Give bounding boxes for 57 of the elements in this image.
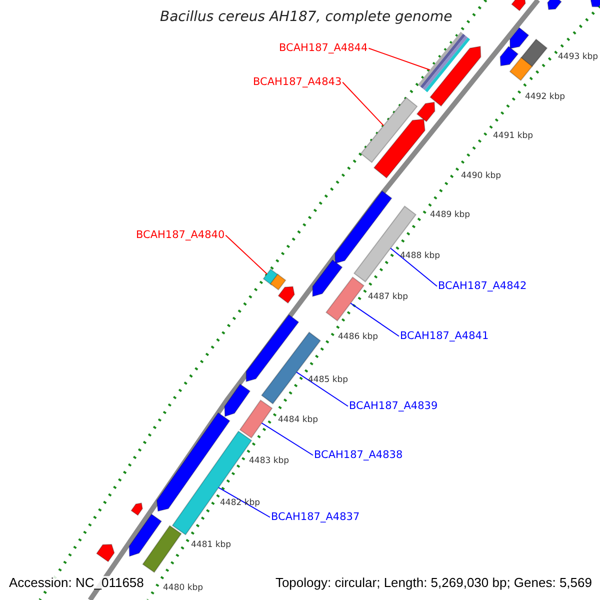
gene-feature — [239, 400, 273, 438]
leader-line — [225, 234, 268, 274]
gene-feature — [246, 314, 300, 382]
gene-feature — [278, 286, 295, 304]
scale-label: 4483 kbp — [249, 457, 290, 466]
gene-feature — [520, 38, 548, 68]
gene-feature — [96, 544, 115, 562]
leader-line — [342, 82, 384, 126]
scale-label: 4484 kbp — [278, 416, 318, 424]
scale-label: 4488 kbp — [400, 252, 440, 260]
scale-label: 4485 kbp — [308, 376, 348, 384]
gene-label: BCAH187_A4843 — [253, 77, 342, 88]
leader-line — [218, 487, 270, 518]
scale-label: 4481 kbp — [191, 541, 232, 550]
gene-feature — [325, 276, 365, 322]
scale-label: 4491 kbp — [493, 132, 534, 140]
scale-label: 4493 kbp — [558, 53, 598, 62]
scale-label: 4487 kbp — [368, 293, 408, 302]
accession-text: Accession: NC_011658 — [9, 576, 144, 589]
gene-feature — [418, 32, 470, 92]
leader-line — [368, 48, 430, 70]
gene-feature — [511, 0, 526, 12]
gene-feature — [312, 259, 343, 298]
gene-feature — [142, 525, 182, 573]
scale-label: 4486 kbp — [338, 333, 378, 342]
leader-line — [261, 422, 314, 456]
gene-feature — [130, 502, 143, 516]
genome-summary-text: Topology: circular; Length: 5,269,030 bp; Genes: 5,569 — [275, 576, 592, 589]
gene-label: BCAH187_A4837 — [271, 512, 360, 522]
gene-feature — [334, 190, 392, 264]
gene-feature — [509, 56, 533, 82]
gene-feature — [373, 118, 426, 179]
map-title: Bacillus cereus AH187, complete genome — [160, 10, 452, 24]
scale-label: 4489 kbp — [430, 211, 470, 220]
gene-feature — [590, 0, 600, 8]
gene-feature — [224, 384, 251, 418]
gene-label: BCAH187_A4839 — [349, 401, 438, 412]
gene-label: BCAH187_A4840 — [136, 230, 225, 240]
gene-feature — [128, 514, 162, 557]
gene-label: BCAH187_A4841 — [400, 331, 489, 342]
gene-label: BCAH187_A4838 — [314, 450, 403, 460]
gene-feature — [270, 274, 286, 290]
scale-label: 4492 kbp — [525, 93, 566, 102]
gene-label: BCAH187_A4844 — [279, 43, 368, 54]
gene-feature — [547, 0, 562, 10]
scale-label: 4480 kbp — [163, 584, 204, 592]
scale-label: 4490 kbp — [461, 172, 502, 180]
leader-line — [390, 248, 438, 287]
scale-label: 4482 kbp — [220, 499, 260, 508]
gene-feature — [510, 26, 530, 50]
gene-label: BCAH187_A4842 — [438, 281, 527, 292]
gene-feature — [416, 102, 436, 122]
leader-line — [296, 372, 348, 407]
gene-feature — [430, 46, 482, 107]
leader-line — [350, 302, 400, 337]
gene-feature — [360, 96, 418, 164]
gene-feature — [500, 46, 519, 66]
